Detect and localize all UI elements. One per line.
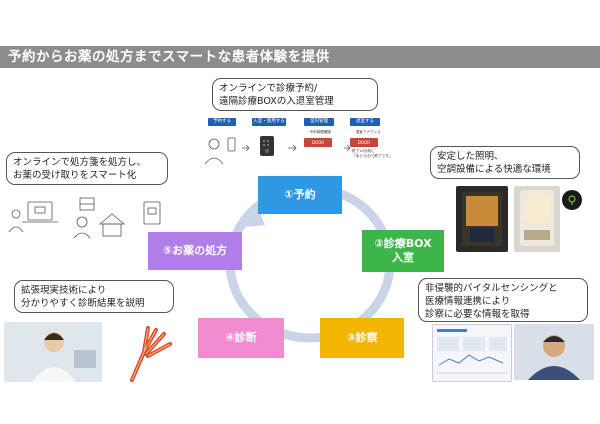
flow-chip-reserve: 予約する bbox=[208, 118, 236, 126]
person-icon bbox=[8, 209, 24, 233]
flow-chip-exit: 退室する bbox=[350, 118, 380, 126]
pharmacist-icon bbox=[73, 216, 91, 239]
callout-ar-diagnosis: 拡張現実技術により 分かりやすく診断結果を説明 bbox=[14, 280, 174, 313]
flow-chip-enter: 入室・使用する bbox=[252, 118, 286, 126]
flow-arrow-icon bbox=[344, 144, 351, 152]
callout-environment: 安定した照明、 空調設備による快適な環境 bbox=[430, 146, 580, 179]
bulb-icon bbox=[562, 190, 582, 210]
reservation-flow: 予約する 入室・使用する 室内管理 退室する ・予約時間確認 DOOR ・退室ア… bbox=[200, 116, 400, 176]
callout-prescription: オンラインで処方箋を処方し、 お薬の受け取りをスマート化 bbox=[6, 152, 168, 185]
vital-dashboard-image bbox=[432, 324, 512, 382]
step-prescription: ⑤お薬の処方 bbox=[148, 232, 242, 270]
door-display: DOOR bbox=[350, 138, 378, 147]
flow-chip-room: 室内管理 bbox=[304, 118, 334, 126]
door-lock-icon bbox=[260, 136, 274, 156]
step-box-entry: ②診療BOX 入室 bbox=[362, 230, 444, 272]
medicine-book-icon bbox=[143, 201, 161, 225]
flow-illustrations bbox=[204, 136, 351, 165]
step-diagnosis: ④診断 bbox=[198, 318, 284, 358]
prescription-illustration bbox=[8, 197, 161, 239]
doctor-photo bbox=[4, 322, 102, 382]
clinic-box-photo bbox=[456, 186, 508, 252]
laptop-icon bbox=[22, 201, 58, 223]
callout-vital-sensing: 非侵襲的バイタルセンシングと 医療情報連携により 診察に必要な情報を取得 bbox=[418, 278, 588, 322]
door-display: DOOR bbox=[304, 138, 332, 147]
step-reservation: ①予約 bbox=[258, 176, 342, 214]
cycle-arrowhead-icon bbox=[245, 205, 265, 227]
clinic-box-interior-photo bbox=[514, 186, 560, 252]
person-phone-icon bbox=[204, 137, 236, 165]
patient-photo bbox=[514, 324, 594, 380]
page-title: 予約からお薬の処方までスマートな患者体験を提供 bbox=[0, 46, 600, 68]
callout-reservation: オンラインで診療予約/ 遠隔診療BOXの入退室管理 bbox=[212, 78, 378, 111]
house-icon bbox=[98, 213, 126, 237]
flow-arrow-icon bbox=[288, 144, 297, 152]
step-examination: ③診察 bbox=[320, 318, 404, 358]
flow-arrow-icon bbox=[242, 144, 250, 152]
delivery-box-icon bbox=[79, 197, 95, 211]
ar-hand-image bbox=[118, 322, 180, 382]
